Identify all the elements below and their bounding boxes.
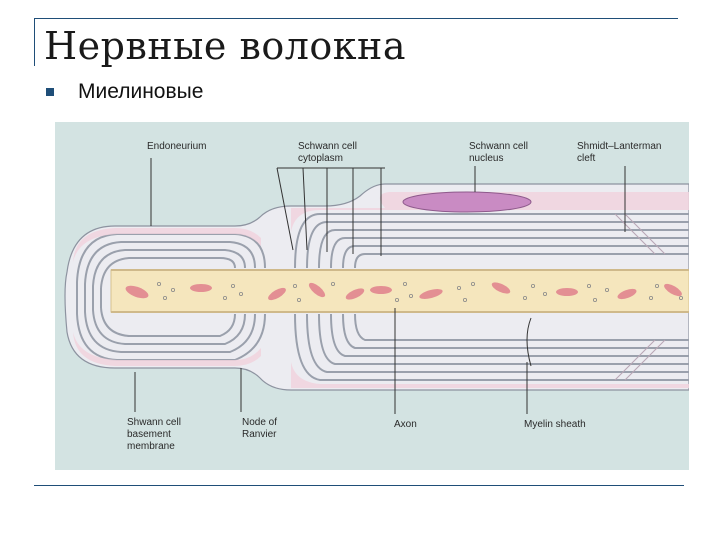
square-bullet-icon bbox=[46, 88, 54, 96]
label-shmidt-line1: Shmidt–Lanterman bbox=[577, 141, 662, 152]
label-schwann-cytoplasm-line1: Schwann cell bbox=[298, 141, 357, 152]
left-rule bbox=[34, 18, 35, 66]
bullet-text: Миелиновые bbox=[78, 80, 203, 104]
label-schwann-nucleus-line1: Schwann cell bbox=[469, 141, 528, 152]
bullet-item: Миелиновые bbox=[46, 80, 203, 104]
label-basement-line2: basement bbox=[127, 429, 171, 440]
diagram-svg: Endoneurium Schwann cell cytoplasm Schwa… bbox=[55, 122, 689, 470]
label-schwann-cytoplasm-line2: cytoplasm bbox=[298, 153, 343, 164]
myelinated-fiber-diagram: Endoneurium Schwann cell cytoplasm Schwa… bbox=[55, 122, 689, 470]
top-rule bbox=[34, 18, 678, 19]
label-axon: Axon bbox=[394, 419, 417, 430]
label-myelin-sheath: Myelin sheath bbox=[524, 419, 586, 430]
slide-title: Нервные волокна bbox=[44, 24, 406, 68]
label-shmidt-line2: cleft bbox=[577, 153, 596, 164]
label-endoneurium: Endoneurium bbox=[147, 141, 206, 152]
label-basement-line1: Shwann cell bbox=[127, 417, 181, 428]
label-schwann-nucleus-line2: nucleus bbox=[469, 153, 503, 164]
schwann-nucleus bbox=[403, 192, 531, 212]
label-node-line2: Ranvier bbox=[242, 429, 277, 440]
bottom-rule bbox=[34, 485, 684, 486]
label-basement-line3: membrane bbox=[127, 441, 175, 452]
label-node-line1: Node of bbox=[242, 417, 277, 428]
